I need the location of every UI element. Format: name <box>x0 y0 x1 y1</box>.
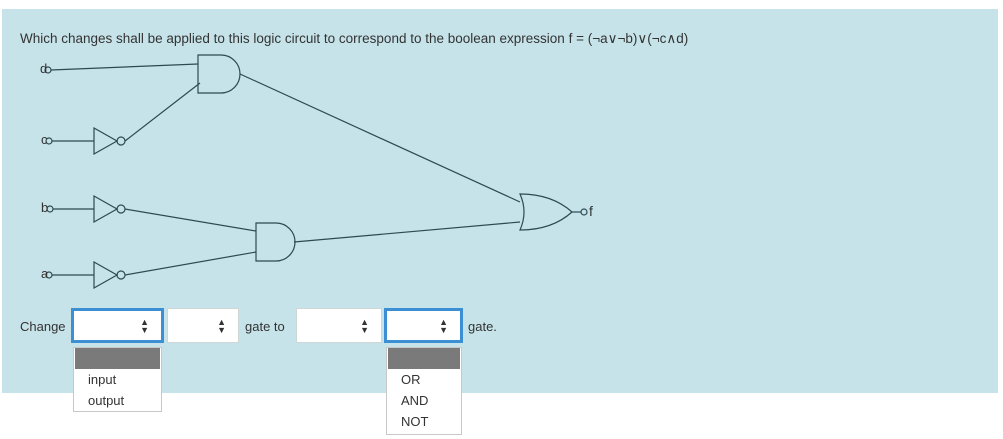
or-gate-output <box>519 193 573 231</box>
not-gate-a-bubble <box>116 270 126 280</box>
wire-c-not <box>124 82 201 142</box>
wire-a-not <box>124 251 257 276</box>
input-label-a: a <box>41 266 49 281</box>
select-arrows-icon: ▲▼ <box>140 316 149 335</box>
not-gate-a <box>93 260 119 290</box>
dropdown-option-or[interactable]: OR <box>401 372 421 387</box>
dropdown-option-input[interactable]: input <box>88 372 117 387</box>
input-b-terminal <box>46 205 54 213</box>
wire-gate1-out <box>239 73 521 203</box>
and-gate-bottom <box>255 222 296 262</box>
dropdown-option-not[interactable]: NOT <box>401 414 429 429</box>
select-arrows-icon: ▲▼ <box>217 316 226 335</box>
select-arrows-icon: ▲▼ <box>360 316 369 335</box>
dropdown-blank-option[interactable] <box>388 348 460 369</box>
output-label-f: f <box>589 203 593 219</box>
select-arrows-icon: ▲▼ <box>439 316 448 335</box>
input-label-c: c <box>41 132 48 147</box>
not-gate-b-bubble <box>116 204 126 214</box>
wire-d <box>50 63 199 71</box>
input-label-b: b <box>41 200 49 215</box>
not-gate-c <box>93 126 119 156</box>
dropdown-blank-option[interactable] <box>75 348 160 369</box>
select-gate-type[interactable]: ▲▼ <box>384 308 463 343</box>
dropdown-option-output[interactable]: output <box>88 393 125 408</box>
dropdown-gate-type-list: OR AND NOT <box>386 347 462 435</box>
input-label-d: d <box>40 61 48 76</box>
and-gate-top <box>197 54 241 94</box>
question-text: Which changes shall be applied to this l… <box>20 31 689 46</box>
input-d-terminal <box>44 66 52 74</box>
select-gate-selector[interactable]: ▲▼ <box>296 308 382 343</box>
select-change-target[interactable]: ▲▼ <box>71 308 164 343</box>
not-gate-b <box>93 194 119 224</box>
wire-gate2-out <box>293 221 521 243</box>
gate-to-label: gate to <box>245 319 285 334</box>
gate-label: gate. <box>468 319 497 334</box>
wire-b-not <box>124 208 257 232</box>
input-a-terminal <box>45 271 53 279</box>
select-gate-from[interactable]: ▲▼ <box>167 308 239 343</box>
input-c-terminal <box>45 137 53 145</box>
output-f-terminal <box>580 208 588 216</box>
dropdown-option-and[interactable]: AND <box>401 393 429 408</box>
dropdown-change-target-list: input output <box>73 347 162 412</box>
not-gate-c-bubble <box>116 136 126 146</box>
change-label: Change <box>20 319 66 334</box>
